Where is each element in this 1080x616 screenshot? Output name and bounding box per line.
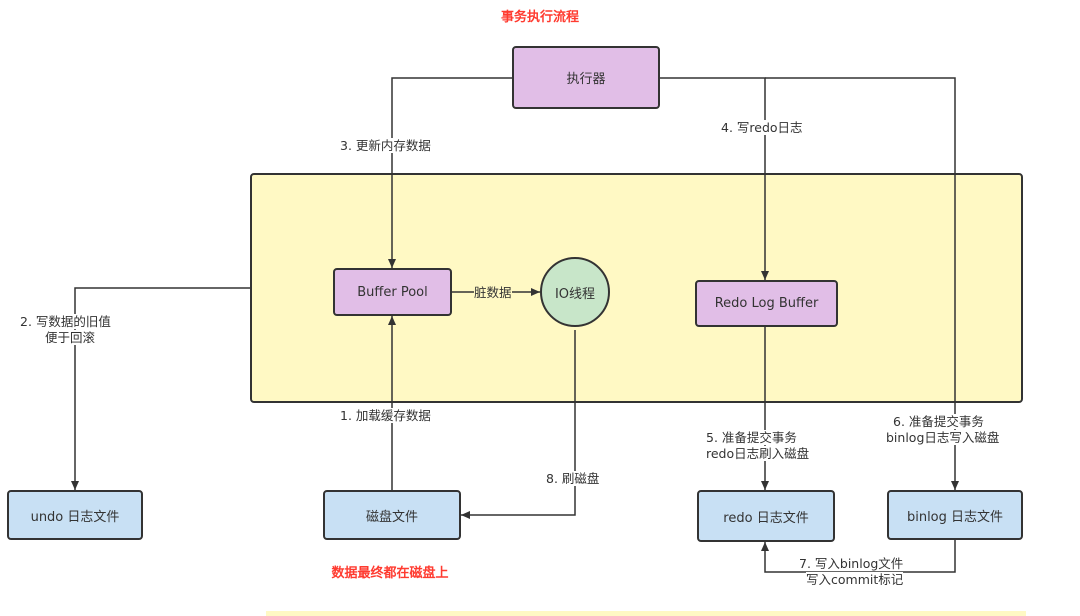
disk-file-node: 磁盘文件 — [323, 490, 461, 540]
edge-label-flush-disk: 8. 刷磁盘 — [546, 471, 600, 486]
bottom-highlight-strip — [266, 611, 1026, 616]
footer-note: 数据最终都在磁盘上 — [331, 566, 449, 581]
edge-write-redo — [660, 77, 769, 280]
edge-label-commit-mark-1: 7. 写入binlog文件 — [799, 556, 904, 571]
edge-write-undo — [71, 287, 250, 490]
edge-label-update-memory: 3. 更新内存数据 — [340, 138, 431, 153]
edge-binlog-prepare — [765, 77, 959, 490]
edge-label-redo-flush-2: redo日志刷入磁盘 — [706, 446, 810, 461]
edge-label-redo-flush-1: 5. 准备提交事务 — [706, 430, 797, 445]
redo-log-buffer-node: Redo Log Buffer — [695, 280, 838, 327]
edge-label-write-undo-2: 便于回滚 — [45, 330, 96, 345]
edge-label-dirty-data: 脏数据 — [474, 285, 512, 300]
undo-log-file-node: undo 日志文件 — [7, 490, 143, 540]
io-thread-node: IO线程 — [540, 257, 610, 327]
redo-log-file-node: redo 日志文件 — [697, 490, 835, 542]
edge-label-binlog-prepare-2: binlog日志写入磁盘 — [886, 430, 1000, 445]
edge-label-write-undo-1: 2. 写数据的旧值 — [20, 314, 111, 329]
binlog-file-node: binlog 日志文件 — [887, 490, 1023, 540]
edge-label-load-cache: 1. 加载缓存数据 — [340, 408, 431, 423]
edge-flush-disk — [461, 330, 576, 519]
edge-label-commit-mark-2: 写入commit标记 — [806, 572, 904, 587]
executor-node: 执行器 — [512, 46, 660, 109]
diagram-title: 事务执行流程 — [500, 10, 579, 25]
buffer-pool-node: Buffer Pool — [333, 268, 452, 316]
edge-update-memory — [388, 77, 512, 268]
edge-label-write-redo: 4. 写redo日志 — [721, 120, 803, 135]
edge-label-binlog-prepare-1: 6. 准备提交事务 — [893, 414, 984, 429]
